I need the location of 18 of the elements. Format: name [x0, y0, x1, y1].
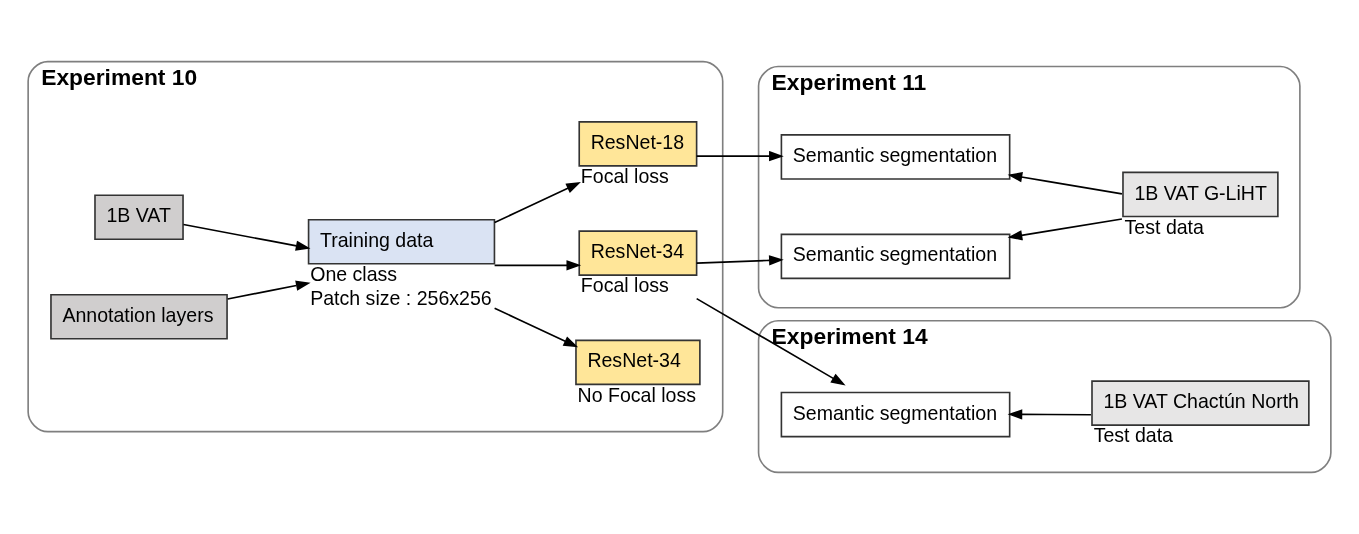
arrow [1007, 218, 1123, 241]
node-label: One class [310, 263, 398, 286]
arrow [695, 255, 784, 266]
node-label: Test data [1124, 215, 1204, 238]
arrow [695, 297, 846, 386]
arrow [182, 223, 311, 251]
node-label: Patch size : 256x256 [310, 287, 492, 310]
arrow [226, 280, 311, 300]
arrow [695, 151, 784, 162]
node-label: Focal loss [580, 165, 669, 188]
arrow [493, 260, 582, 271]
arrow [1007, 409, 1092, 420]
node-label: No Focal loss [577, 383, 697, 406]
arrow [493, 182, 581, 224]
arrow [493, 307, 579, 348]
arrow [1007, 172, 1123, 195]
node-label: Focal loss [580, 274, 669, 297]
node-label: Test data [1093, 424, 1173, 447]
